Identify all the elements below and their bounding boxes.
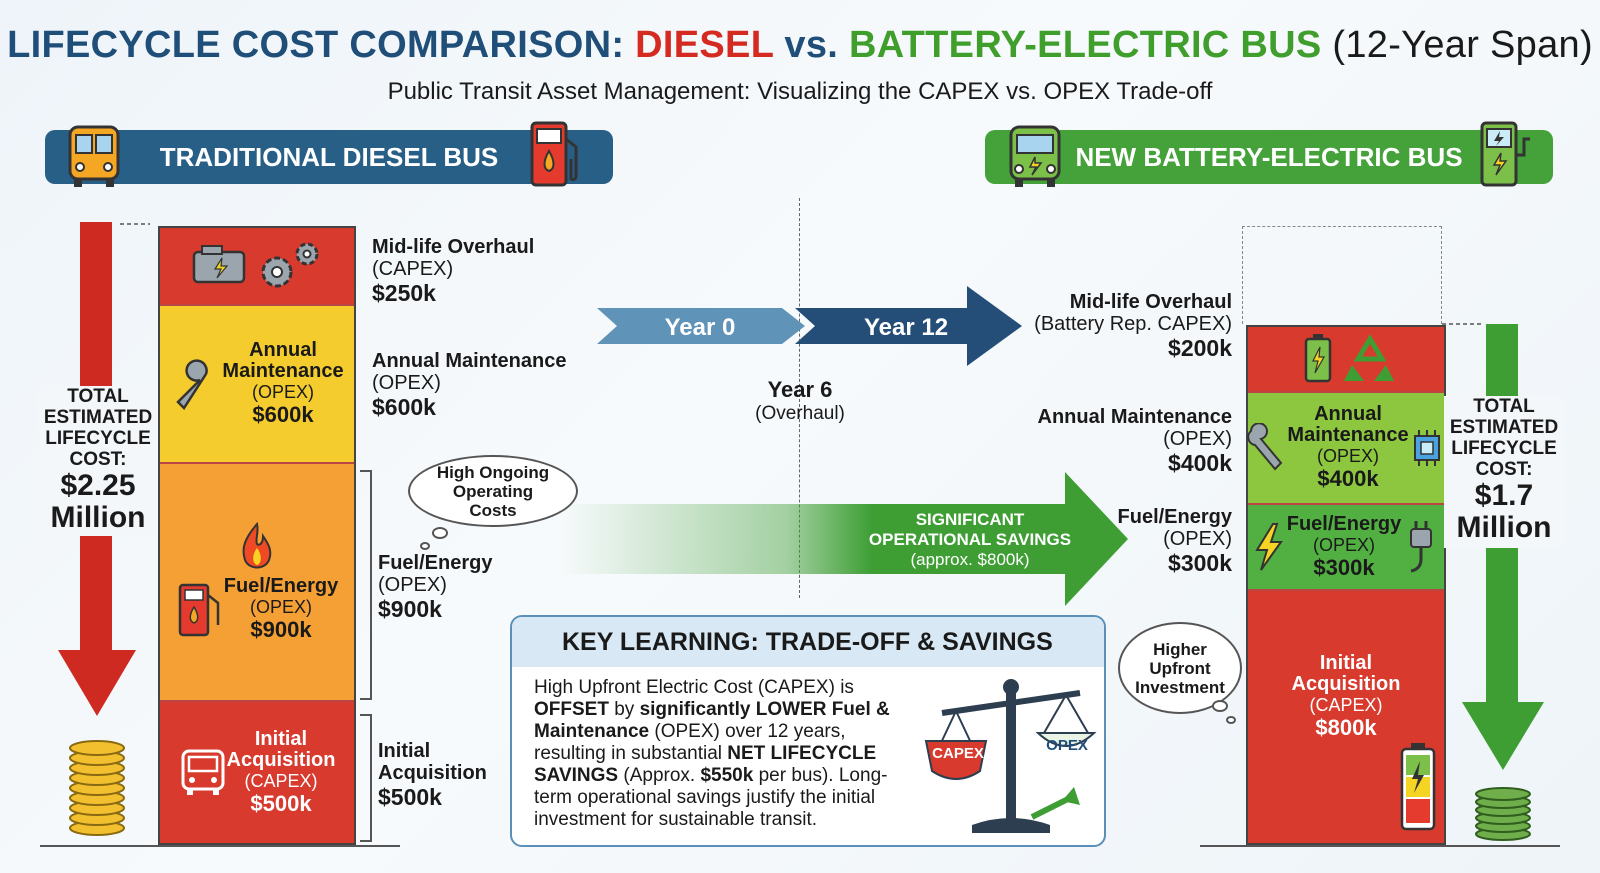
savings-arrow	[560, 472, 1128, 606]
ev-savings-outline	[1242, 226, 1442, 324]
diesel-label-overhaul: Mid-life Overhaul (CAPEX) $250k	[372, 236, 535, 306]
flame-icon	[242, 521, 272, 568]
electric-stack: Annual Maintenance (OPEX) $400k Fuel/Ene…	[1246, 325, 1446, 845]
key-learning-box: KEY LEARNING: TRADE-OFF & SAVINGS High U…	[510, 615, 1106, 847]
ev-seg-overhaul	[1248, 327, 1444, 393]
fuel-pump-small-icon	[178, 583, 219, 637]
charging-station-icon	[1475, 118, 1535, 190]
wrench-icon	[176, 359, 209, 410]
diesel-seg-acquisition: Initial Acquisition (CAPEX) $500k	[160, 702, 354, 843]
diesel-arrow-head	[58, 650, 136, 716]
chip-icon	[1413, 430, 1440, 466]
battery-icon	[1400, 743, 1436, 831]
diesel-label-acquisition: Initial Acquisition $500k	[378, 740, 487, 810]
electric-banner: NEW BATTERY-ELECTRIC BUS	[985, 130, 1553, 184]
cloud-bubble	[1226, 716, 1236, 724]
diesel-banner: TRADITIONAL DIESEL BUS	[45, 130, 613, 184]
fuel-pump-icon	[525, 118, 585, 190]
ev-total-arrow	[1442, 323, 1544, 770]
year0-label: Year 0	[664, 314, 736, 341]
savings-label: SIGNIFICANT OPERATIONAL SAVINGS (approx.…	[868, 510, 1072, 569]
lightning-icon	[1254, 523, 1283, 571]
diesel-fuel-bracket	[360, 470, 372, 700]
key-learning-text: High Upfront Electric Cost (CAPEX) is OF…	[534, 677, 890, 830]
ev-total-box: TOTAL ESTIMATED LIFECYCLE COST: $1.7 Mil…	[1444, 396, 1564, 548]
diesel-bus-icon	[62, 122, 126, 190]
diesel-seg-maintenance: Annual Maintenance (OPEX) $600k	[160, 306, 354, 464]
diesel-stack: Annual Maintenance (OPEX) $600k Fuel/Ene…	[158, 226, 356, 845]
diesel-baseline	[40, 845, 400, 847]
timeline-arrows	[597, 286, 1022, 366]
diesel-coins-icon	[66, 738, 128, 843]
year6-label: Year 6	[767, 377, 833, 402]
ev-label-overhaul: Mid-life Overhaul (Battery Rep. CAPEX) $…	[1034, 291, 1232, 361]
bus-front-icon	[181, 749, 225, 795]
ev-baseline	[1200, 845, 1560, 847]
engine-gear-icon	[192, 242, 319, 288]
ev-arrow-head	[1462, 702, 1544, 770]
wrench-icon	[1247, 423, 1283, 471]
page-subtitle: Public Transit Asset Management: Visuali…	[387, 78, 1213, 105]
ev-total-value: $1.7	[1474, 479, 1534, 512]
page-title: LIFECYCLE COST COMPARISON: DIESEL vs. BA…	[7, 24, 1593, 66]
diesel-seg-fuel: Fuel/Energy (OPEX) $900k	[160, 464, 354, 702]
diesel-label-fuel: Fuel/Energy (OPEX) $900k	[378, 552, 493, 622]
year6-divider	[799, 198, 800, 598]
diesel-seg-overhaul	[160, 228, 354, 306]
scale-capex-label: CAPEX	[932, 745, 984, 762]
ev-cloud-callout: Higher Upfront Investment	[1118, 622, 1242, 714]
ev-seg-fuel: Fuel/Energy (OPEX) $300k	[1248, 505, 1444, 591]
year6-sub: (Overhaul)	[755, 403, 845, 424]
scale-opex-label: OPEX	[1046, 737, 1088, 754]
year0-arrow	[597, 308, 805, 344]
cloud-bubble	[420, 542, 430, 550]
electric-bus-icon	[1003, 122, 1067, 190]
ev-label-fuel: Fuel/Energy (OPEX) $300k	[1117, 506, 1232, 576]
diesel-total-box: TOTAL ESTIMATED LIFECYCLE COST: $2.25 Mi…	[38, 386, 158, 536]
battery-recycle-icon	[1304, 334, 1394, 383]
diesel-total-value: $2.25	[60, 469, 136, 502]
plug-icon	[1410, 521, 1433, 573]
year12-arrow	[795, 286, 1022, 366]
balance-scale-icon	[924, 679, 1097, 833]
ev-label-maintenance: Annual Maintenance (OPEX) $400k	[1037, 406, 1232, 476]
ev-seg-maintenance: Annual Maintenance (OPEX) $400k	[1247, 393, 1444, 505]
key-learning-heading: KEY LEARNING: TRADE-OFF & SAVINGS	[512, 617, 1104, 667]
cloud-bubble	[1212, 700, 1228, 712]
diesel-label-maintenance: Annual Maintenance (OPEX) $600k	[372, 350, 567, 420]
diesel-cloud-callout: High Ongoing Operating Costs	[408, 455, 578, 527]
year12-label: Year 12	[863, 314, 949, 341]
diesel-acq-bracket	[360, 714, 372, 842]
cloud-bubble	[432, 527, 448, 539]
ev-coins-icon	[1472, 786, 1534, 847]
